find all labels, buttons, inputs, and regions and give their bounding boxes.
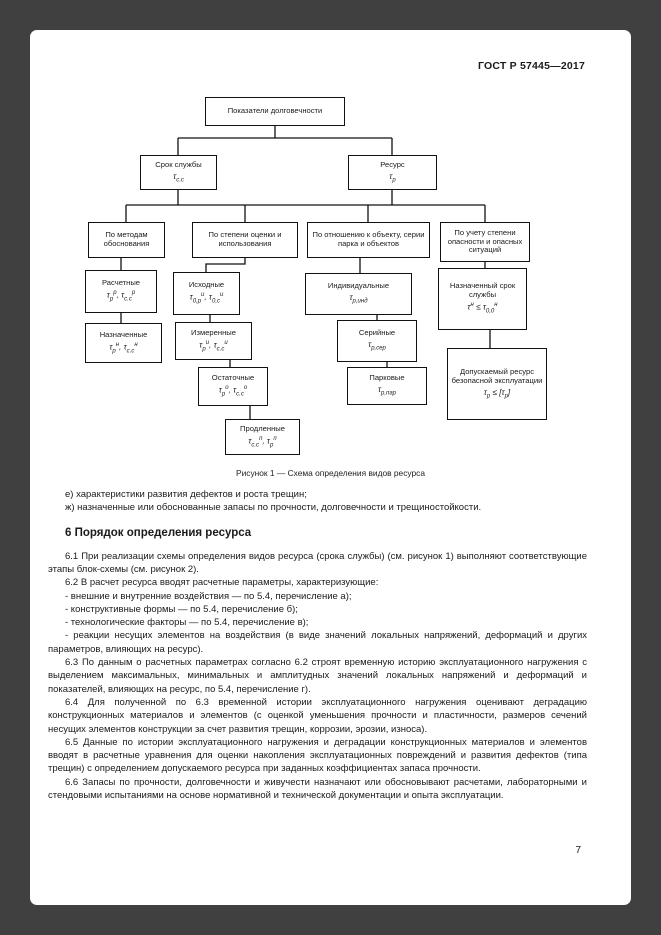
figure-caption: Рисунок 1 — Схема определения видов ресу… — [236, 468, 425, 478]
flow-box-formula: τ0,ри, τ0,си — [189, 292, 224, 305]
flow-box-label: По отношению к объекту, серии парка и об… — [312, 230, 425, 248]
flow-box-formula: τс.сп, τрп — [248, 435, 277, 449]
paragraph-6-6: 6.6 Запасы по прочности, долговечности и… — [48, 776, 587, 802]
list-dash-a: - внешние и внутренние воздействия — по … — [65, 590, 352, 602]
list-dash-g: - реакции несущих элементов на воздейств… — [48, 630, 587, 655]
flow-box-formula: τр,инд — [349, 293, 368, 305]
list-dash-v: - технологические факторы — по 5.4, пере… — [65, 617, 309, 629]
flow-box-formula: τрр, τс.ср — [106, 290, 136, 303]
list-item-e: е) характеристики развития дефектов и ро… — [65, 489, 307, 500]
flow-box-label: Назначенный срок службы — [449, 281, 516, 300]
list-item-zh: ж) назначенные или обоснованные запасы п… — [65, 502, 482, 514]
flow-box-label: По степени оценки и использования — [208, 230, 282, 248]
flow-box-label: Расчетные — [101, 278, 141, 288]
flow-box-formula: τро, τс.со — [218, 385, 248, 398]
flow-box-label: Парковые — [369, 373, 405, 383]
flow-box-category-degree: По степени оценки и использования — [192, 222, 298, 258]
flow-box-label: Показатели долговечности — [227, 106, 323, 116]
paragraph-6-5: 6.5 Данные по истории эксплуатационного … — [48, 736, 587, 775]
flow-box-label: Назначенные — [99, 329, 148, 339]
flow-box-formula: τр ≤ [τр] — [483, 387, 511, 400]
flow-box-label: По методам обоснования — [103, 230, 150, 248]
paragraph-6-4: 6.4 Для полученной по 6.3 временной исто… — [48, 696, 587, 735]
flow-box-formula: τр,сер — [368, 340, 386, 352]
flow-box-formula: τр — [389, 171, 396, 184]
flow-box-formula: τн ≤ τ0,0н — [467, 302, 498, 315]
flow-box-label: Продленные — [240, 423, 285, 433]
flow-box-measured: Измеренные τри, τс.си — [175, 322, 252, 360]
flow-box-residual: Остаточные τро, τс.со — [198, 367, 268, 406]
body-text: е) характеристики развития дефектов и ро… — [48, 488, 587, 802]
flow-box-assigned: Назначенные τрн, τс.сн — [85, 323, 162, 363]
flow-box-fleet: Парковые τр,пар — [347, 367, 427, 405]
paragraph-6-3: 6.3 По данным о расчетных параметрах сог… — [48, 657, 587, 695]
flow-box-label: Остаточные — [211, 373, 255, 383]
flow-box-service-life: Срок службы τс.с — [140, 155, 217, 190]
flow-box-category-object: По отношению к объекту, серии парка и об… — [307, 222, 430, 258]
flow-box-label: По учету степени опасности и опасных сит… — [447, 227, 523, 255]
section-heading: 6 Порядок определения ресурса — [65, 526, 252, 539]
flow-box-label: Индивидуальные — [327, 281, 390, 291]
flow-box-formula: τрн, τс.сн — [109, 341, 138, 355]
figure-1-flowchart: Показатели долговечности Срок службы τс.… — [30, 90, 631, 490]
flow-box-permissible-safe-resource: Допускаемый ресурс безопасной эксплуатац… — [447, 348, 547, 420]
flowchart-connectors — [120, 126, 491, 419]
paragraph-6-1: 6.1 При реализации схемы определения вид… — [48, 550, 587, 575]
flow-box-formula: τри, τс.си — [199, 339, 228, 353]
list-dash-b: - конструктивные формы — по 5.4, перечис… — [65, 603, 298, 615]
flow-box-extended: Продленные τс.сп, τрп — [225, 419, 300, 455]
flow-box-formula: τр,пар — [377, 385, 397, 397]
flow-box-category-danger: По учету степени опасности и опасных сит… — [440, 222, 530, 262]
document-page: ГОСТ Р 57445—2017 Показатели долговечнос… — [30, 30, 631, 905]
paragraph-6-2: 6.2 В расчет ресурса вводят расчетные па… — [65, 577, 379, 589]
flow-box-serial: Серийные τр,сер — [337, 320, 417, 362]
flow-box-label: Допускаемый ресурс безопасной эксплуатац… — [451, 366, 543, 385]
flow-box-initial: Исходные τ0,ри, τ0,си — [173, 272, 240, 315]
flow-box-assigned-service-life: Назначенный срок службы τн ≤ τ0,0н — [438, 268, 527, 330]
standard-number: ГОСТ Р 57445—2017 — [477, 60, 585, 72]
flow-box-formula: τс.с — [173, 171, 184, 184]
flow-box-label: Исходные — [188, 280, 225, 290]
flow-box-resource: Ресурс τр — [348, 155, 437, 190]
page-number: 7 — [575, 845, 581, 856]
flow-box-individual: Индивидуальные τр,инд — [305, 273, 412, 315]
flow-box-label: Срок службы — [155, 159, 202, 169]
flow-box-category-method: По методам обоснования — [88, 222, 165, 258]
flow-box-durability-indicators: Показатели долговечности — [205, 97, 345, 126]
flow-box-label: Ресурс — [380, 159, 405, 169]
flow-box-calculated: Расчетные τрр, τс.ср — [85, 270, 157, 313]
flow-box-label: Серийные — [358, 328, 396, 338]
flow-box-label: Измеренные — [191, 327, 236, 337]
